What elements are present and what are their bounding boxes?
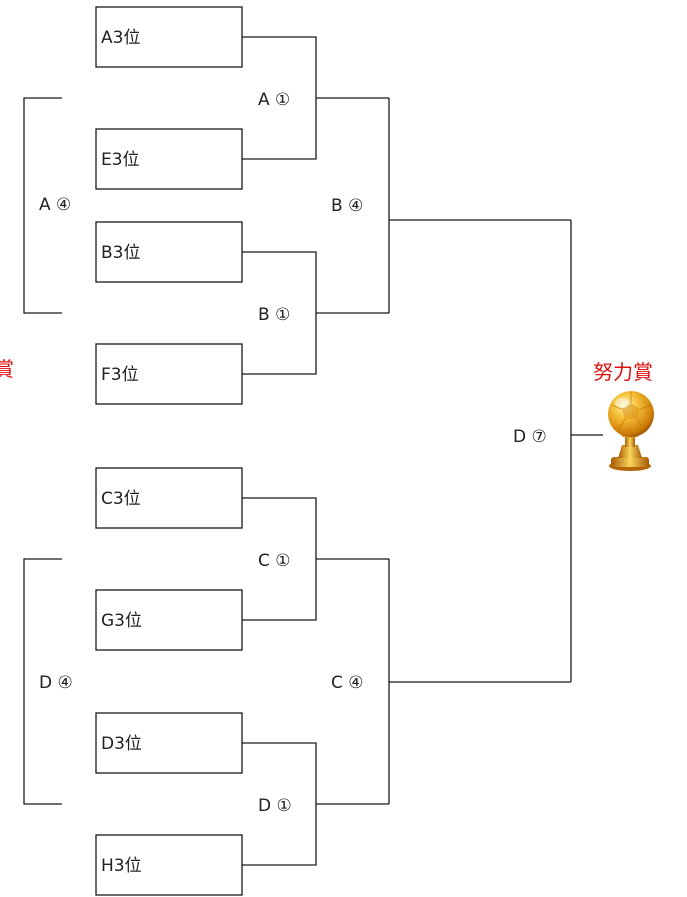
award-label: 努力賞 (593, 360, 653, 384)
team-box-5: C3位 (95, 467, 243, 529)
team-box-8: H3位 (95, 834, 243, 896)
consolation-brackets (23, 97, 62, 805)
team-label: A3位 (101, 28, 140, 48)
match-label-round2: B ④ (331, 196, 363, 216)
team-label: F3位 (101, 365, 139, 385)
team-box-3: B3位 (95, 221, 243, 283)
team-box-4: F3位 (95, 343, 243, 405)
match-label-consolation: A ④ (39, 195, 71, 215)
team-box-6: G3位 (95, 589, 243, 651)
team-label: D3位 (101, 734, 142, 754)
match-label-consolation: D ④ (39, 673, 73, 693)
trophy-icon (608, 391, 654, 471)
match-label-round1: B ① (258, 305, 290, 325)
team-box-7: D3位 (95, 712, 243, 774)
match-label-round1: D ① (258, 796, 292, 816)
award-label-left-fragment: 賞 (0, 357, 14, 381)
team-label: B3位 (101, 243, 140, 263)
round1-connectors (242, 36, 389, 866)
final-connector (570, 220, 603, 682)
round2-connectors (388, 98, 571, 804)
team-label: C3位 (101, 489, 141, 509)
match-label-round1: A ① (258, 90, 290, 110)
team-box-2: E3位 (95, 128, 243, 190)
team-label: G3位 (101, 611, 142, 631)
match-label-round2: C ④ (331, 673, 364, 693)
team-label: E3位 (101, 150, 140, 170)
team-label: H3位 (101, 856, 142, 876)
match-label-round1: C ① (258, 551, 291, 571)
match-label-final: D ⑦ (513, 427, 547, 447)
team-box-1: A3位 (95, 6, 243, 68)
